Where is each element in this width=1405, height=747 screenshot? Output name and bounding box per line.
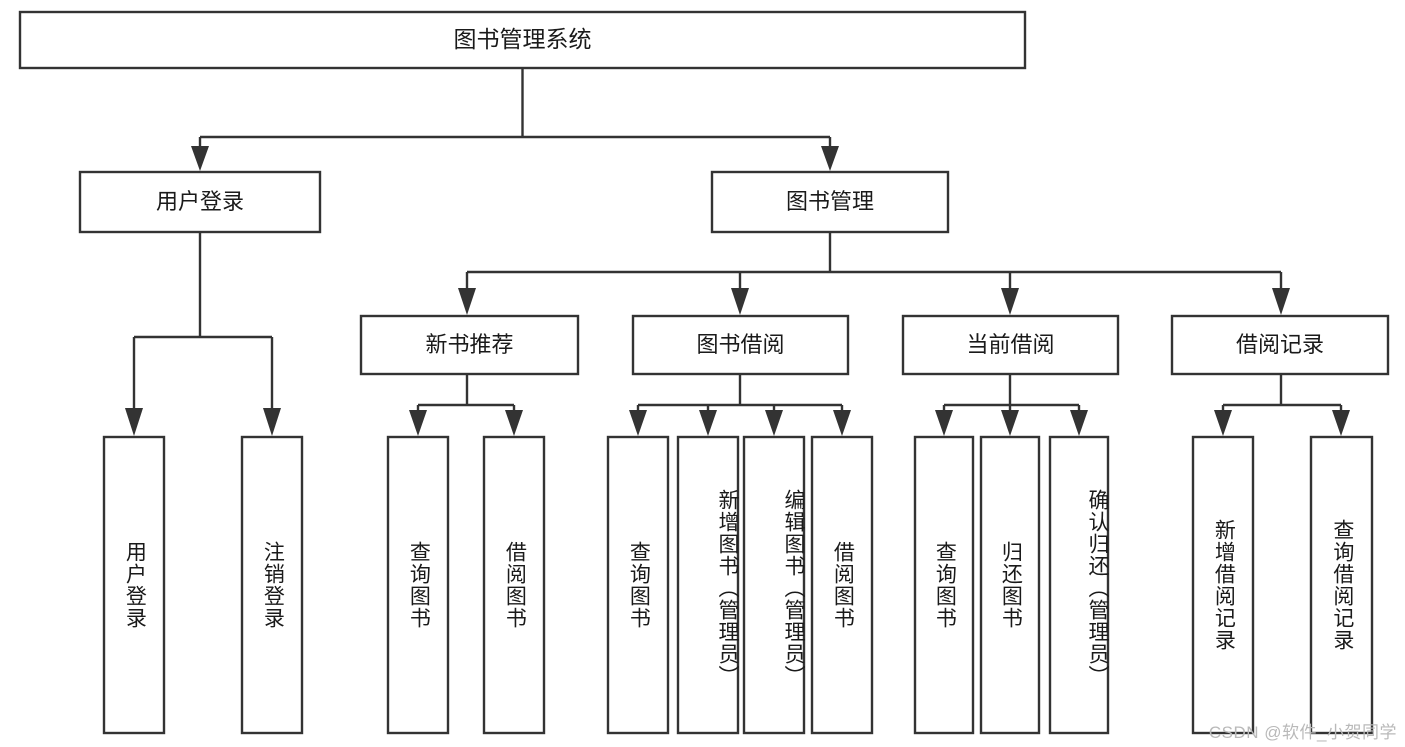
arrow-head-current-borrow [1001, 288, 1019, 315]
arrow-head-leaf-query-record [1332, 410, 1350, 436]
node-user-login-box[interactable] [78, 170, 322, 234]
leaf-box-query-borrow-record[interactable] [1309, 435, 1374, 735]
arrow-head-leaf-edit-book [765, 410, 783, 436]
leaf-box-query-book-current[interactable] [913, 435, 975, 735]
node-book-management-label: 图书管理 [786, 189, 874, 214]
arrow-head-leaf-query-book-2 [629, 410, 647, 436]
leaf-box-layer [102, 435, 1374, 735]
node-new-book-recommend[interactable]: 新书推荐 [359, 314, 580, 376]
node-book-borrow[interactable]: 图书借阅 [631, 314, 850, 376]
arrow-head-leaf-query-book-3 [935, 410, 953, 436]
arrow-head-leaf-add-record [1214, 410, 1232, 436]
node-current-borrow-label: 当前借阅 [966, 332, 1054, 357]
arrow-head-borrow-record [1272, 288, 1290, 315]
leaf-box-add-book-admin[interactable] [676, 435, 740, 735]
node-user-login-label: 用户登录 [156, 189, 244, 214]
node-root-system-label: 图书管理系统 [454, 26, 592, 52]
leaf-box-user-login[interactable] [102, 435, 166, 735]
arrow-head-user-login [191, 146, 209, 171]
node-book-management-box[interactable] [710, 170, 950, 234]
leaf-box-query-book-rec[interactable] [386, 435, 450, 735]
leaf-box-borrow-book[interactable] [810, 435, 874, 735]
csdn-watermark: CSDN @软件_小贺同学 [1208, 723, 1397, 742]
leaf-box-return-book[interactable] [979, 435, 1041, 735]
node-root-system-box[interactable] [18, 10, 1027, 70]
node-current-borrow-box[interactable] [901, 314, 1120, 376]
arrow-head-new-book-rec [458, 288, 476, 315]
node-borrow-record-box[interactable] [1170, 314, 1390, 376]
arrow-head-book-mgmt [821, 146, 839, 171]
leaf-box-add-borrow-record[interactable] [1191, 435, 1255, 735]
arrow-head-leaf-user-login [125, 408, 143, 436]
node-book-borrow-box[interactable] [631, 314, 850, 376]
arrow-head-leaf-borrow-book-1 [505, 410, 523, 436]
node-new-book-recommend-box[interactable] [359, 314, 580, 376]
arrow-head-leaf-confirm-return [1070, 410, 1088, 436]
arrow-head-book-borrow [731, 288, 749, 315]
arrow-head-leaf-query-book-1 [409, 410, 427, 436]
node-book-borrow-label: 图书借阅 [696, 332, 784, 357]
arrow-head-leaf-logout-login [263, 408, 281, 436]
connector-layer [125, 68, 1350, 436]
arrow-head-leaf-borrow-book-2 [833, 410, 851, 436]
arrow-head-leaf-return-book [1001, 410, 1019, 436]
node-new-book-recommend-label: 新书推荐 [425, 332, 513, 357]
node-borrow-record[interactable]: 借阅记录 [1170, 314, 1390, 376]
leaf-box-logout-login[interactable] [240, 435, 304, 735]
leaf-box-borrow-book-rec[interactable] [482, 435, 546, 735]
arrow-head-leaf-add-book [699, 410, 717, 436]
leaf-box-edit-book-admin[interactable] [742, 435, 806, 735]
leaf-box-query-book-borrow[interactable] [606, 435, 670, 735]
node-borrow-record-label: 借阅记录 [1236, 332, 1324, 357]
node-user-login[interactable]: 用户登录 [78, 170, 322, 234]
node-book-management[interactable]: 图书管理 [710, 170, 950, 234]
node-root-system[interactable]: 图书管理系统 [18, 10, 1027, 70]
node-current-borrow[interactable]: 当前借阅 [901, 314, 1120, 376]
leaf-box-confirm-return-admin[interactable] [1048, 435, 1110, 735]
